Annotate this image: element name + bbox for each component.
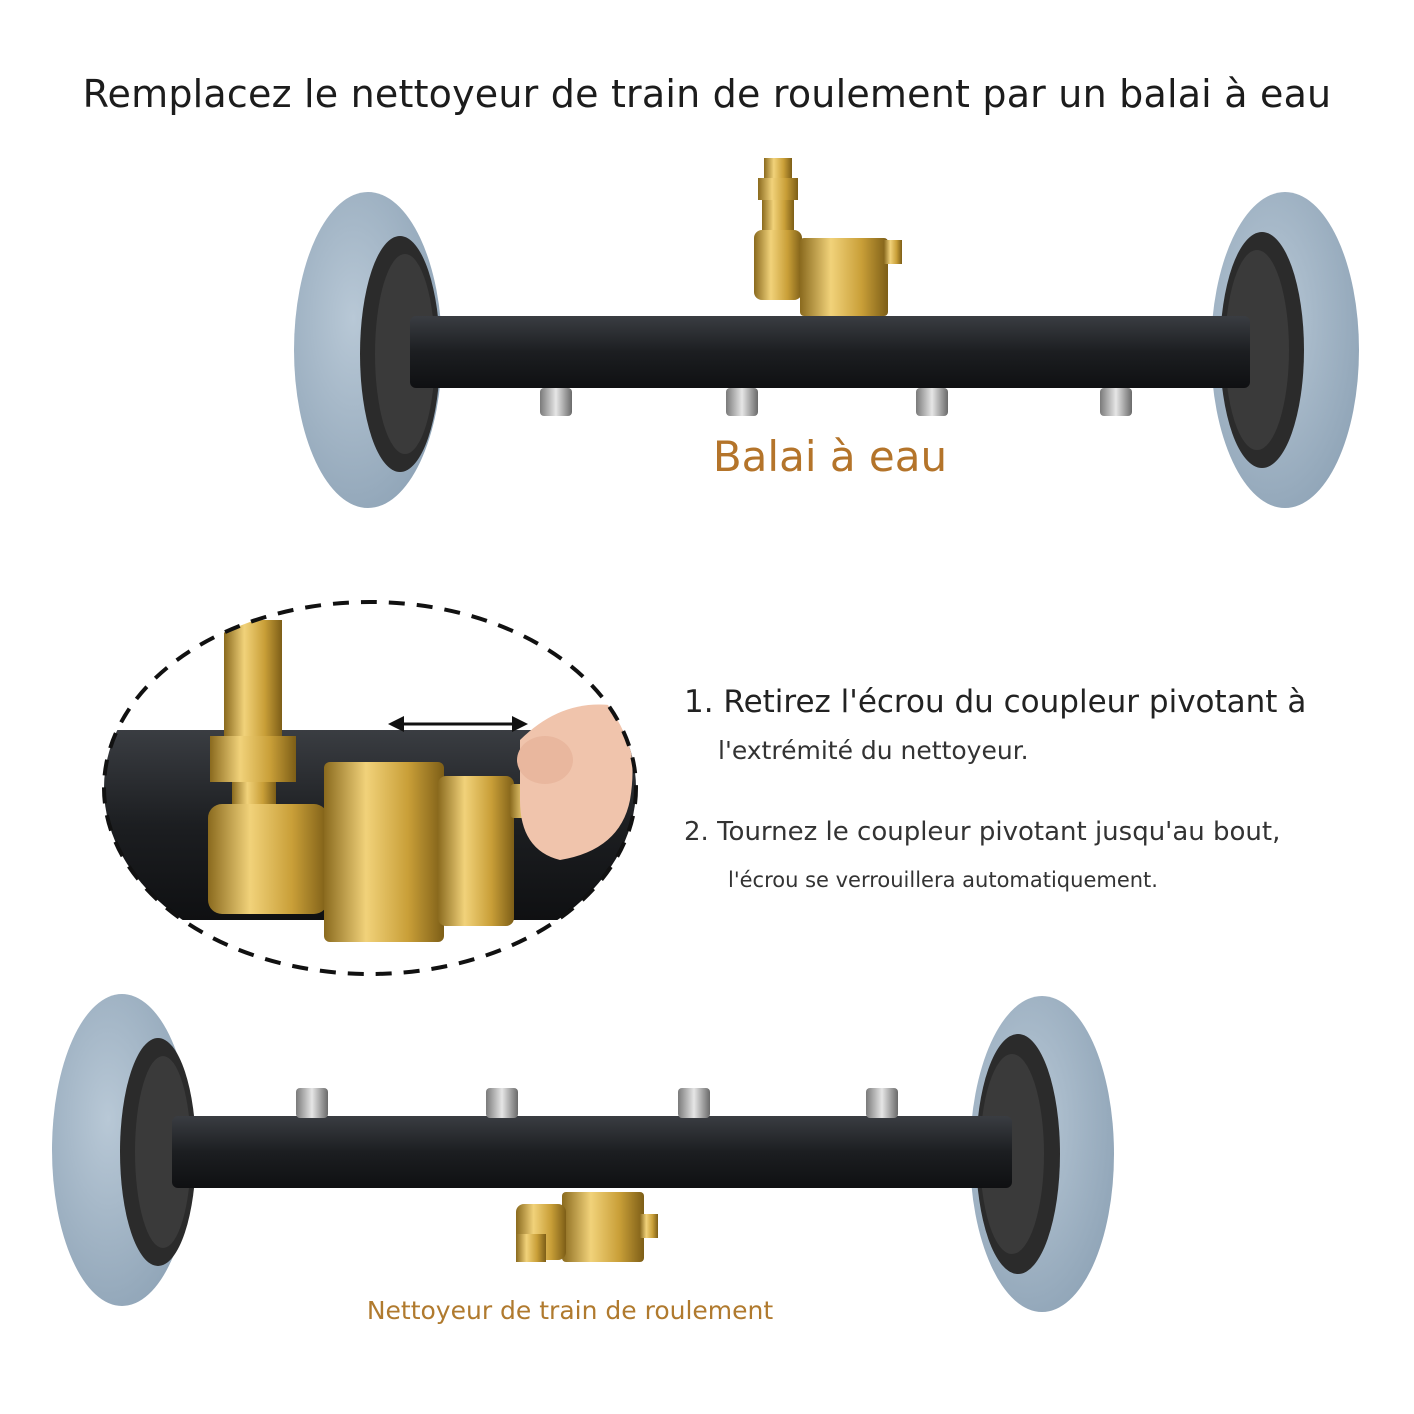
spray-bar — [172, 1116, 1012, 1188]
step-2-subtext: l'écrou se verrouillera automatiquement. — [728, 868, 1158, 892]
finger-icon — [517, 704, 633, 860]
right-wheel-icon — [1211, 192, 1359, 508]
nozzle-icon — [540, 388, 1132, 416]
double-arrow-icon — [388, 716, 528, 732]
zoom-detail — [102, 600, 638, 976]
water-broom-label: Balai à eau — [712, 432, 948, 481]
undercarriage-cleaner-illustration — [52, 994, 1114, 1312]
brass-coupler-icon — [516, 1192, 658, 1262]
step-1-text: 1. Retirez l'écrou du coupleur pivotant … — [684, 684, 1307, 720]
page-title: Remplacez le nettoyeur de train de roule… — [82, 72, 1332, 116]
left-wheel-icon — [294, 192, 442, 508]
step-2-text: 2. Tournez le coupleur pivotant jusqu'au… — [684, 817, 1281, 847]
water-broom-illustration — [294, 158, 1359, 508]
brass-coupler-icon — [754, 158, 902, 316]
step-1-subtext: l'extrémité du nettoyeur. — [718, 736, 1029, 765]
nozzle-icon — [296, 1088, 898, 1118]
left-wheel-icon — [52, 994, 196, 1306]
spray-bar — [410, 316, 1250, 388]
undercarriage-cleaner-label: Nettoyeur de train de roulement — [366, 1296, 774, 1325]
